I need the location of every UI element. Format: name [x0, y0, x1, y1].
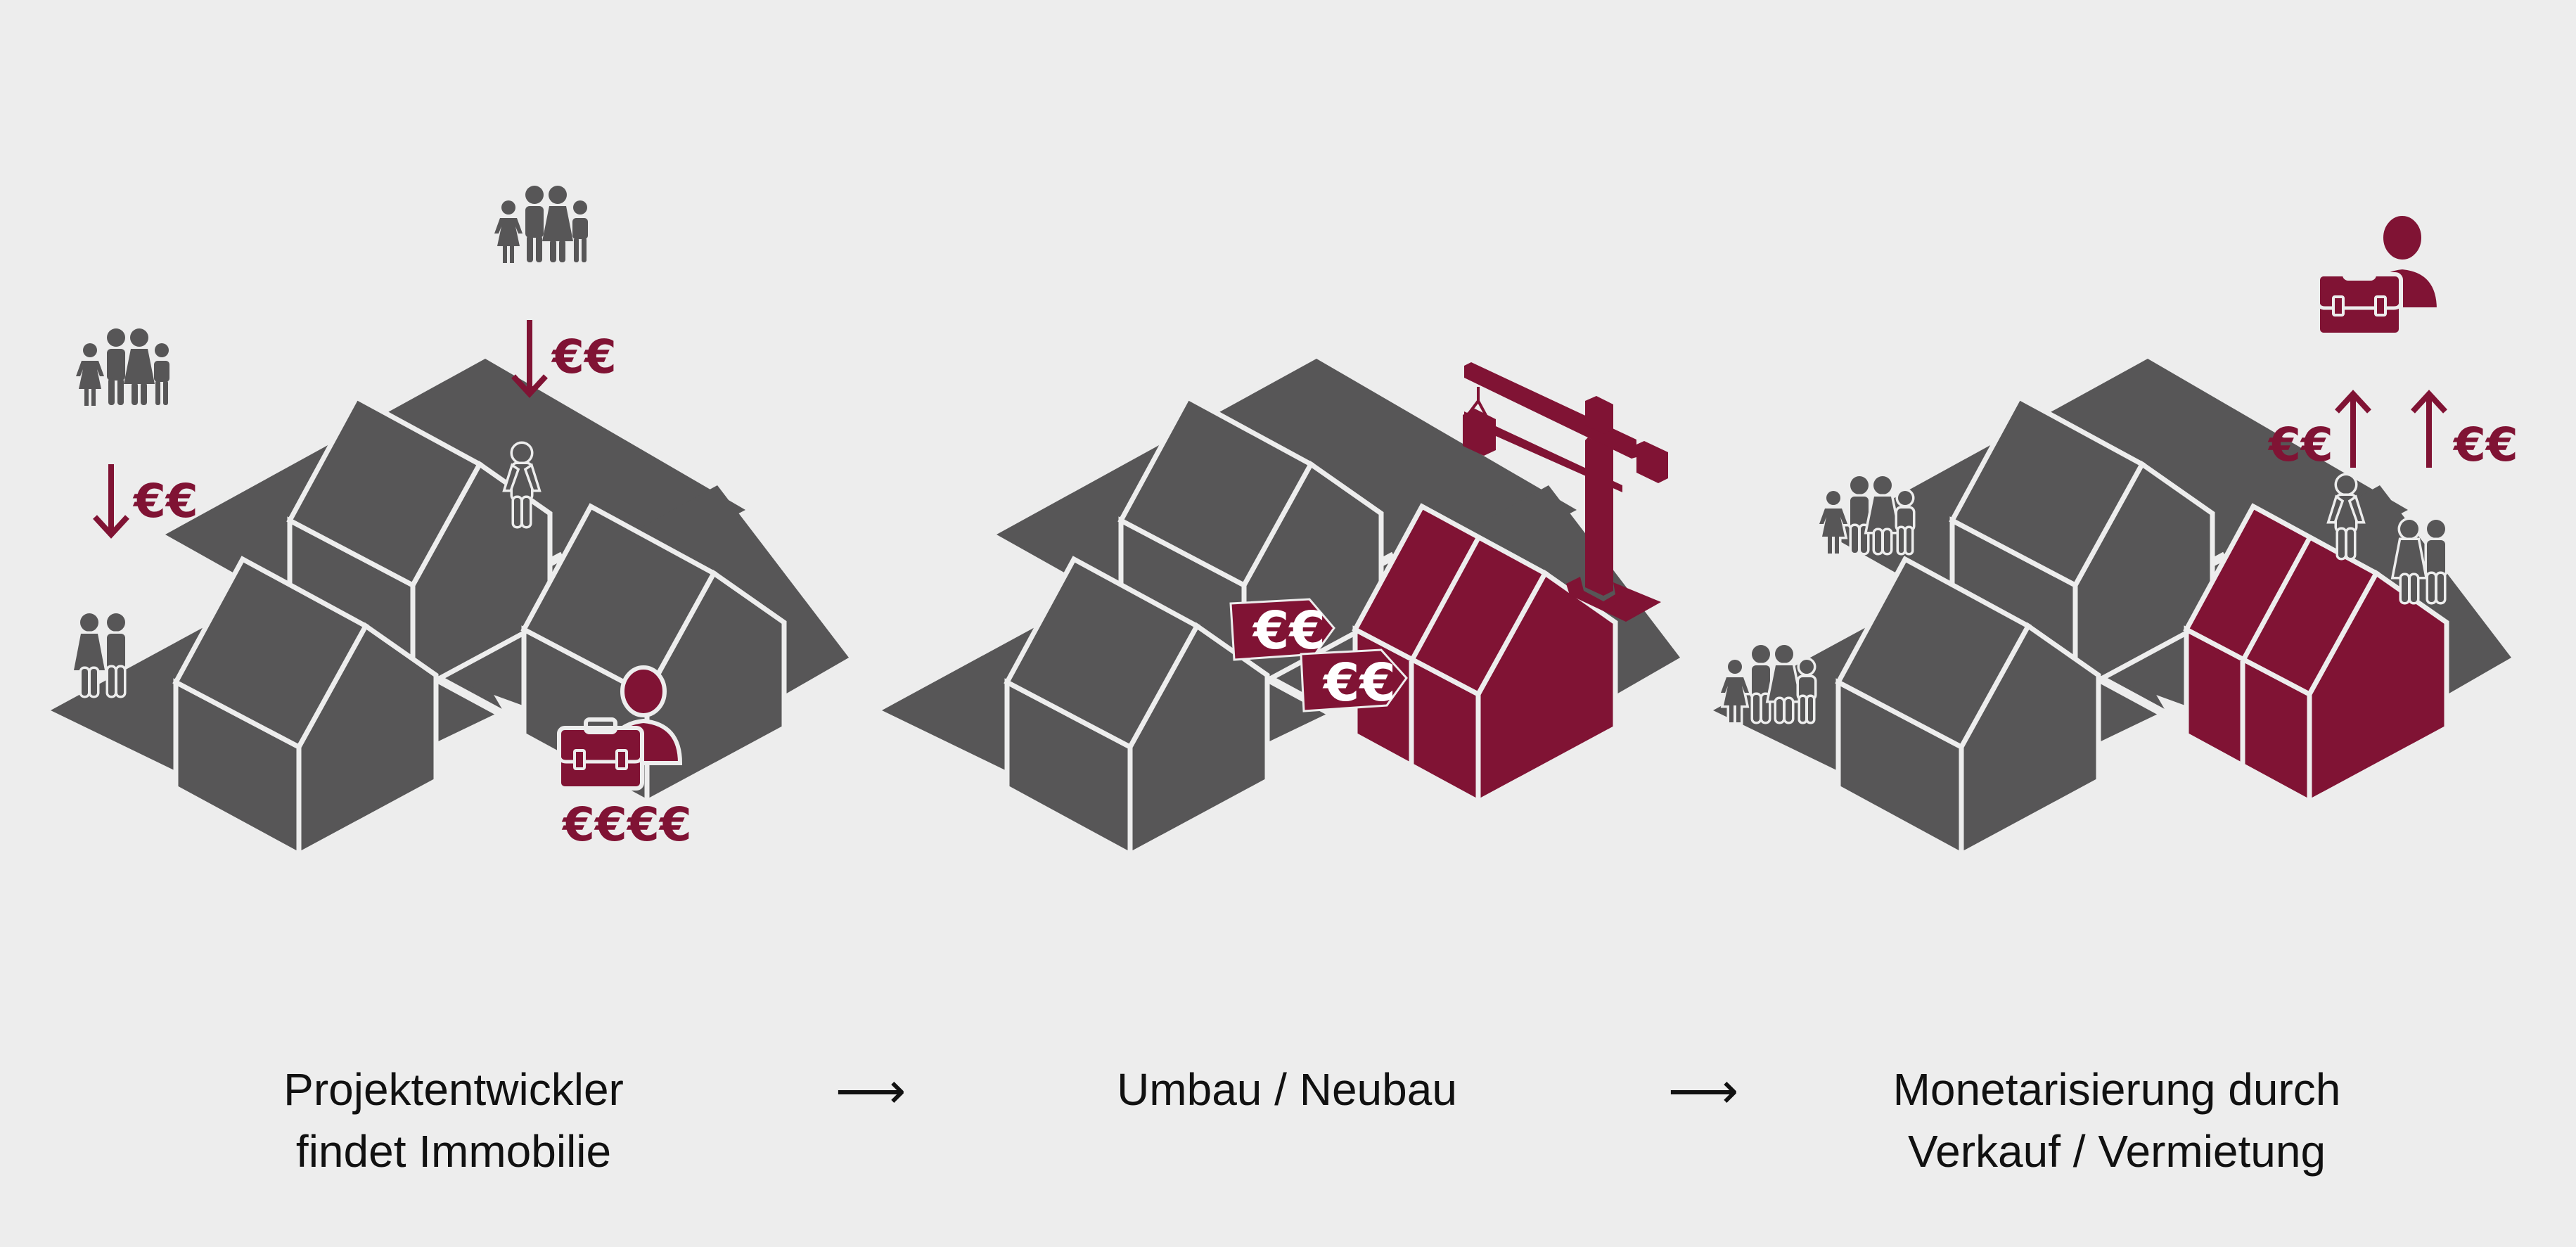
panel-2: €€ €€ — [882, 359, 1680, 855]
arrow-down-icon — [93, 464, 129, 539]
price-tag: €€ — [1300, 648, 1408, 713]
money-label: €€ — [132, 474, 198, 528]
crane-icon — [1463, 362, 1668, 622]
flow-arrow-icon: ⟶ — [835, 1063, 906, 1118]
price-tag: €€ — [1229, 598, 1335, 661]
money-label: €€€€ — [561, 798, 692, 852]
svg-text:€€: €€ — [1322, 653, 1396, 713]
arrow-down-icon — [511, 320, 548, 398]
arrow-up-icon — [2411, 390, 2447, 468]
panel-1: €€ €€ €€€€ — [51, 186, 849, 855]
caption-line: Umbau / Neubau — [1117, 1064, 1457, 1115]
caption-line: findet Immobilie — [295, 1126, 612, 1177]
step-1-caption: Projektentwickler findet Immobilie — [186, 1059, 721, 1182]
couple-icon — [74, 613, 125, 696]
money-label: €€ — [2452, 418, 2518, 472]
family-icon — [1819, 476, 1913, 554]
step-2-caption: Umbau / Neubau — [1020, 1059, 1554, 1120]
money-label: €€ — [2267, 418, 2333, 472]
caption-line: Projektentwickler — [283, 1064, 624, 1115]
family-icon — [76, 328, 169, 406]
couple-icon — [2394, 520, 2445, 602]
money-label: €€ — [551, 330, 617, 384]
panel-3: €€ €€ — [1713, 214, 2518, 855]
family-icon — [494, 186, 588, 263]
family-icon — [1721, 645, 1814, 722]
svg-text:€€: €€ — [1252, 601, 1326, 661]
investor-briefcase-icon — [2318, 214, 2439, 335]
arrow-up-icon — [2335, 390, 2371, 468]
flow-arrow-icon: ⟶ — [1667, 1063, 1739, 1118]
caption-line: Verkauf / Vermietung — [1907, 1126, 2326, 1177]
caption-line: Monetarisierung durch — [1892, 1064, 2341, 1115]
step-3-caption: Monetarisierung durch Verkauf / Vermietu… — [1850, 1059, 2384, 1182]
